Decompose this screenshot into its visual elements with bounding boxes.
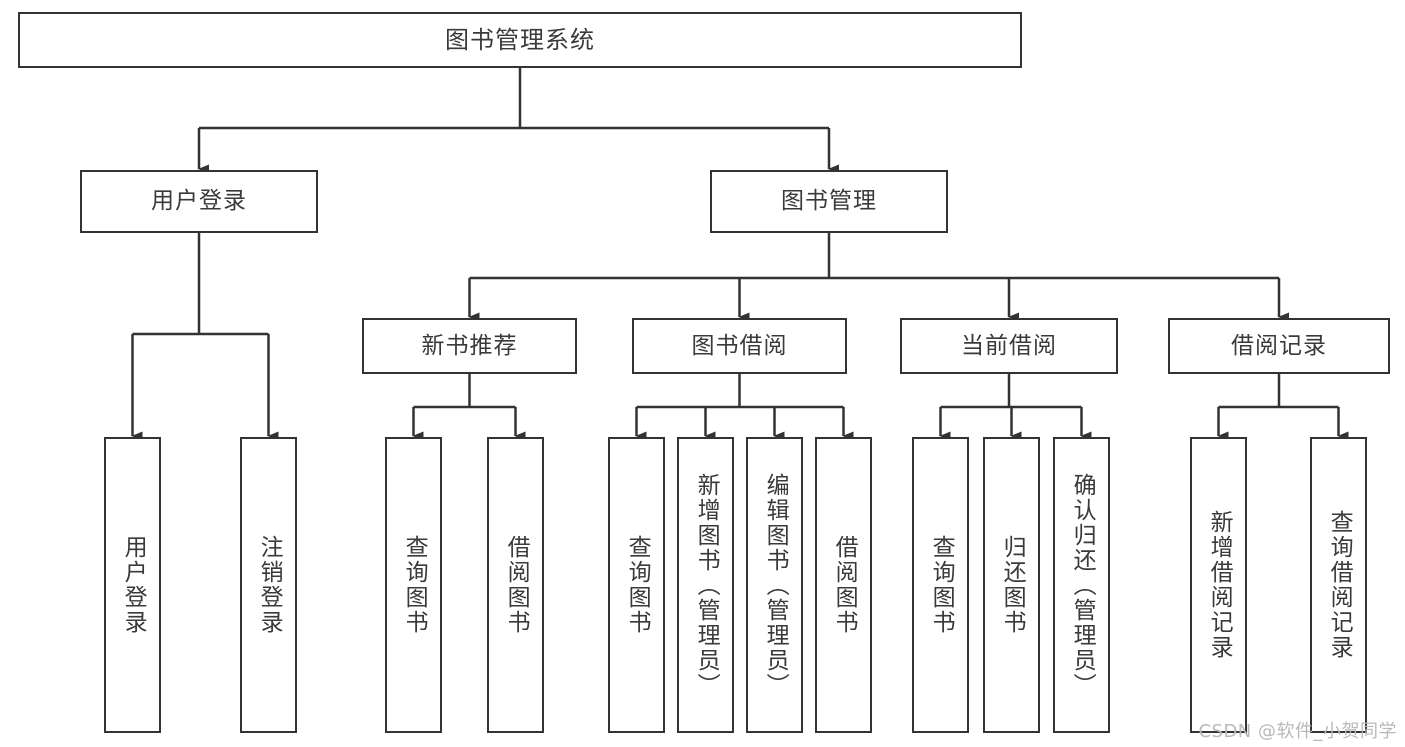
node-leaf-nb-query[interactable]: 查询图书 — [385, 437, 442, 733]
node-newbook[interactable]: 新书推荐 — [362, 318, 577, 374]
node-root[interactable]: 图书管理系统 — [18, 12, 1022, 68]
node-label: 新书推荐 — [421, 332, 518, 359]
node-leaf-re-query[interactable]: 查询借阅记录 — [1310, 437, 1367, 733]
node-leaf-re-add[interactable]: 新增借阅记录 — [1190, 437, 1247, 733]
node-leaf-cu-confirm[interactable]: 确认归还（管理员） — [1053, 437, 1110, 733]
node-leaf-cu-query[interactable]: 查询图书 — [912, 437, 969, 733]
node-leaf-user-login[interactable]: 用户登录 — [104, 437, 161, 733]
node-leaf-nb-borrow[interactable]: 借阅图书 — [487, 437, 544, 733]
node-label: 查询借阅记录 — [1326, 510, 1353, 660]
node-leaf-bo-query[interactable]: 查询图书 — [608, 437, 665, 733]
node-label: 查询图书 — [928, 535, 955, 635]
node-leaf-cu-return[interactable]: 归还图书 — [983, 437, 1040, 733]
node-leaf-bo-edit[interactable]: 编辑图书（管理员） — [746, 437, 803, 733]
watermark: CSDN @软件_小贺同学 — [1198, 721, 1397, 742]
node-label: 新增图书（管理员） — [693, 472, 720, 698]
node-label: 用户登录 — [120, 535, 147, 635]
node-label: 查询图书 — [401, 535, 428, 635]
node-current[interactable]: 当前借阅 — [900, 318, 1118, 374]
node-records[interactable]: 借阅记录 — [1168, 318, 1390, 374]
node-label: 图书借阅 — [691, 332, 788, 359]
node-label: 编辑图书（管理员） — [762, 472, 789, 698]
node-login[interactable]: 用户登录 — [80, 170, 318, 233]
node-label: 图书管理 — [781, 188, 877, 214]
node-borrow[interactable]: 图书借阅 — [632, 318, 847, 374]
node-label: 归还图书 — [999, 535, 1026, 635]
node-leaf-bo-borrow[interactable]: 借阅图书 — [815, 437, 872, 733]
edges-group — [131, 68, 1349, 441]
node-label: 新增借阅记录 — [1206, 510, 1233, 660]
node-bookmgmt[interactable]: 图书管理 — [710, 170, 948, 233]
node-label: 借阅图书 — [831, 535, 858, 635]
node-label: 用户登录 — [151, 188, 247, 214]
node-leaf-bo-add[interactable]: 新增图书（管理员） — [677, 437, 734, 733]
node-label: 当前借阅 — [961, 332, 1057, 359]
node-label: 借阅图书 — [503, 535, 530, 635]
node-label: 图书管理系统 — [445, 26, 595, 54]
node-leaf-user-logout[interactable]: 注销登录 — [240, 437, 297, 733]
node-label: 借阅记录 — [1231, 332, 1327, 359]
node-label: 查询图书 — [624, 535, 651, 635]
node-label: 确认归还（管理员） — [1069, 472, 1096, 698]
node-label: 注销登录 — [256, 535, 283, 635]
